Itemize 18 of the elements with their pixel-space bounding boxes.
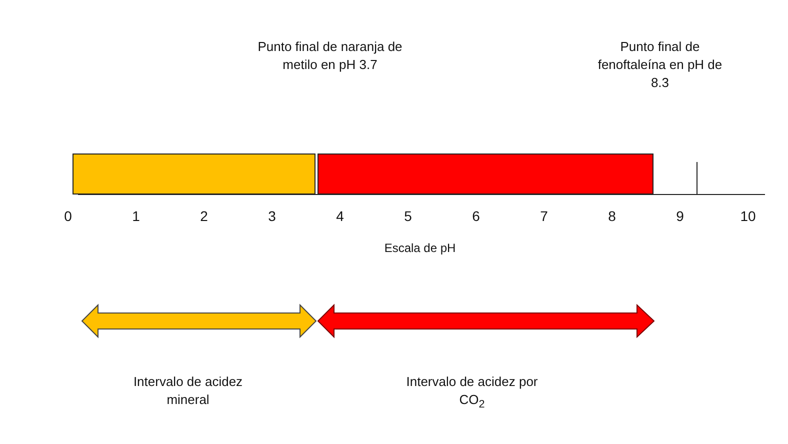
tick-label: 8 [608,207,616,225]
tick-label: 10 [740,207,756,225]
tick-label: 2 [200,207,208,225]
range-label: Intervalo de acidez por CO$_{2}$ [405,373,539,413]
annotation: Punto final de naranja de metilo en pH 3.7 [256,38,404,74]
tick-label: 7 [540,207,548,225]
tick-label: 3 [268,207,276,225]
annotation: Punto final de fenoftaleína en pH de 8.3 [596,38,724,92]
tick-label: 1 [132,207,140,225]
tick-label: 0 [64,207,72,225]
tick-label: 9 [676,207,684,225]
co2-acidity-bar [318,154,654,194]
axis-title: Escala de pH [384,240,456,257]
tick-label: 4 [336,207,344,225]
range-label: Intervalo de acidez mineral [132,373,244,409]
tick-label: 6 [472,207,480,225]
tick-label: 5 [404,207,412,225]
mineral-acidity-bar [72,154,316,194]
